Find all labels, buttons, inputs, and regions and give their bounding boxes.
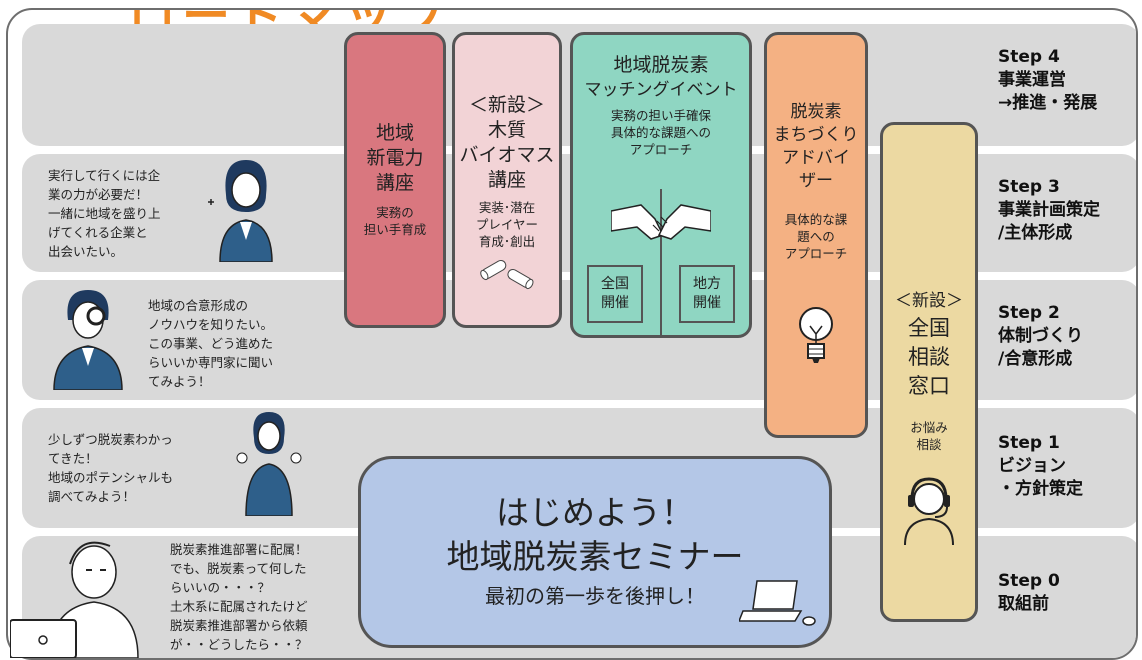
wood-log-icon <box>480 260 534 290</box>
biomass-new-label: ＜新設＞ <box>468 94 545 116</box>
advisor-card: 脱炭素 まちづくり アドバイ ザー 具体的な課 題への アプローチ <box>764 32 868 438</box>
quote-step3: 実行して行くには企業の力が必要だ！一緒に地域を盛り上げてくれる企業と出会いたい。 <box>48 168 161 259</box>
laptop-icon <box>739 580 816 626</box>
consult-window-card: ＜新設＞ 全国 相談 窓口 お悩み 相談 <box>880 122 978 622</box>
regional-event-box: 地方開催 <box>679 265 735 323</box>
divider-line <box>660 189 662 335</box>
quote-step1: 少しずつ脱炭素わかってきた！地域のポテンシャルも調べてみよう！ <box>48 432 174 504</box>
quote-step0: 脱炭素推進部署に配属！でも、脱炭素って何したらいいの・・・？土木系に配属されたけ… <box>170 542 308 652</box>
seminar-tagline: 最初の第一歩を後押し！ <box>485 584 705 608</box>
seminar-box: はじめよう！ 地域脱炭素セミナー 最初の第一歩を後押し！ <box>358 456 832 648</box>
handshake-icon <box>611 204 711 240</box>
lightbulb-icon <box>799 307 833 363</box>
quote-step2: 地域の合意形成のノウハウを知りたい。この事業、どう進めたらいいか専門家に聞いてみ… <box>148 298 274 389</box>
woman-thinking-illustration <box>208 160 273 262</box>
man-magnifier-illustration <box>53 290 123 390</box>
biomass-course-card: ＜新設＞ 木質 バイオマス 講座 実装･潜在 プレイヤー 育成･創出 <box>452 32 562 328</box>
seminar-line1: はじめよう！ <box>496 493 694 532</box>
national-event-box: 全国開催 <box>587 265 643 323</box>
worried-man-laptop-illustration <box>10 541 139 658</box>
denryoku-course-card: 地域 新電力 講座 実務の 担い手育成 <box>344 32 446 328</box>
seminar-title: 地域脱炭素セミナー <box>446 537 744 576</box>
matching-event-card: 地域脱炭素 マッチングイベント 実務の担い手確保 具体的な課題への アプローチ … <box>570 32 752 338</box>
consult-new-label: ＜新設＞ <box>895 291 963 311</box>
headset-operator-icon <box>904 477 954 546</box>
woman-cheering-illustration <box>236 412 302 516</box>
